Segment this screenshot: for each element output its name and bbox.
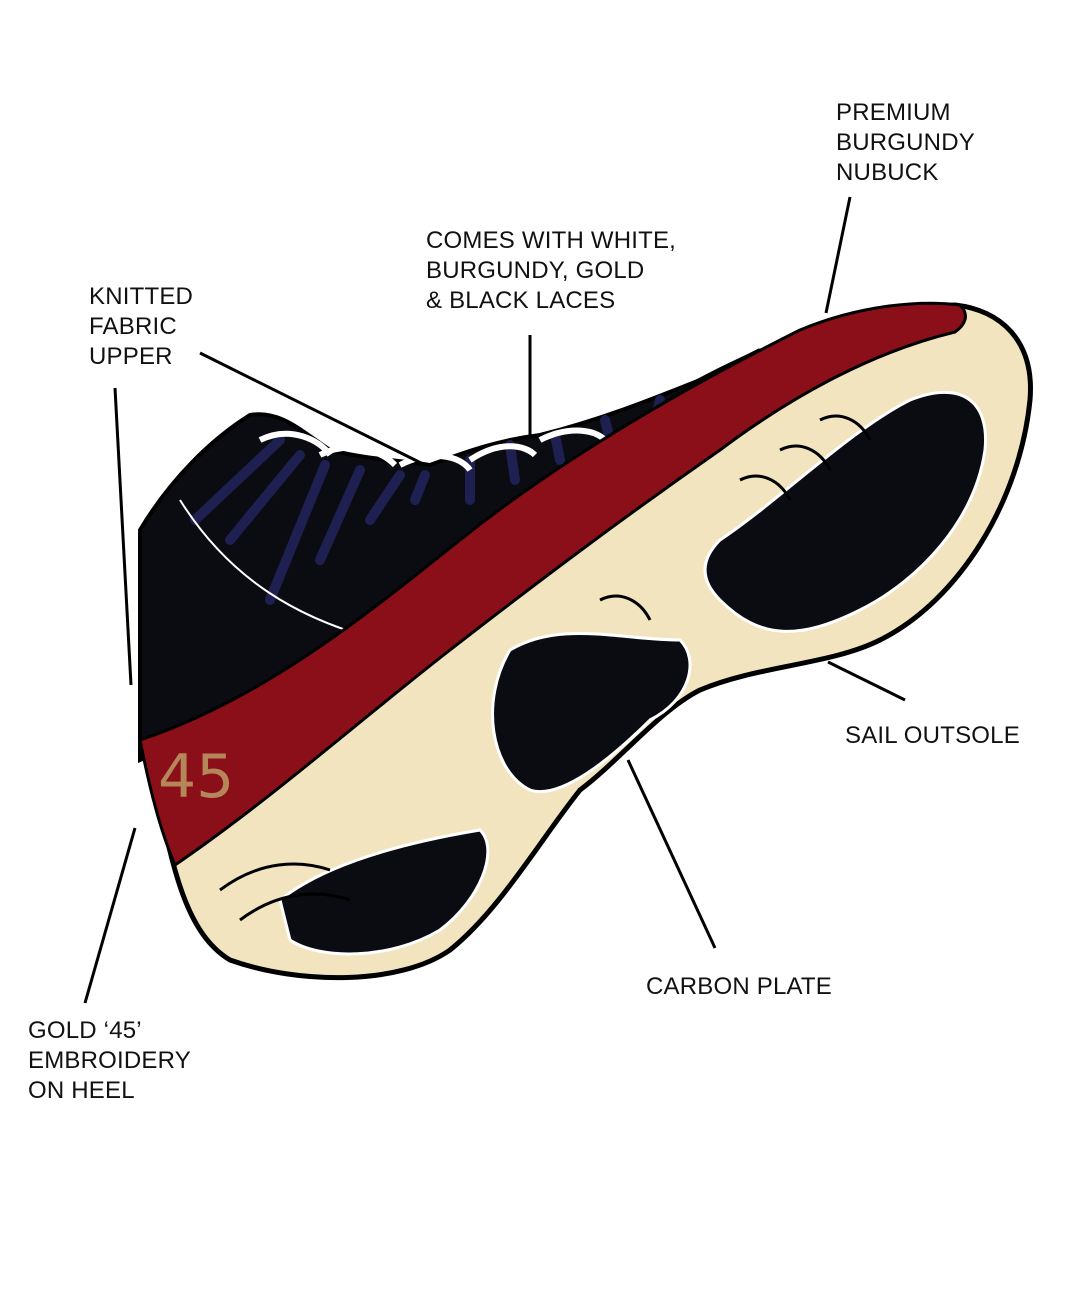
leader-plate <box>626 759 717 949</box>
label-line: ON HEEL <box>28 1077 135 1104</box>
label-line: FABRIC <box>89 313 177 340</box>
label-sail-outsole: SAIL OUTSOLE <box>845 721 1020 751</box>
label-line: & BLACK LACES <box>426 287 616 314</box>
label-line: UPPER <box>89 343 173 370</box>
leader-heel <box>83 827 137 1004</box>
label-knitted-upper: KNITTED FABRIC UPPER <box>89 282 193 372</box>
leader-outsole <box>827 660 906 702</box>
leader-nubuck <box>824 196 852 314</box>
label-line: BURGUNDY, GOLD <box>426 257 645 284</box>
leader-upper-side <box>113 387 133 686</box>
label-line: NUBUCK <box>836 159 939 186</box>
label-line: EMBROIDERY <box>28 1047 191 1074</box>
outsole-traction <box>278 390 988 956</box>
leader-lines <box>83 196 906 1004</box>
label-laces: COMES WITH WHITE, BURGUNDY, GOLD & BLACK… <box>426 226 676 316</box>
label-carbon-plate: CARBON PLATE <box>646 972 832 1002</box>
laces <box>258 427 608 472</box>
label-line: SAIL OUTSOLE <box>845 722 1020 749</box>
burgundy-nubuck-band <box>138 301 967 868</box>
label-line: GOLD ‘45’ <box>28 1017 142 1044</box>
heel-number-embroidery: 45 <box>158 742 235 812</box>
sole-ridges <box>219 414 872 922</box>
label-burgundy-nubuck: PREMIUM BURGUNDY NUBUCK <box>836 98 975 188</box>
label-gold-45-embroidery: GOLD ‘45’ EMBROIDERY ON HEEL <box>28 1016 191 1106</box>
label-line: KNITTED <box>89 283 194 310</box>
label-line: COMES WITH WHITE, <box>426 227 677 254</box>
label-line: CARBON PLATE <box>646 973 832 1000</box>
label-line: BURGUNDY <box>836 129 975 156</box>
leader-upper <box>199 351 426 467</box>
label-line: PREMIUM <box>836 99 951 126</box>
